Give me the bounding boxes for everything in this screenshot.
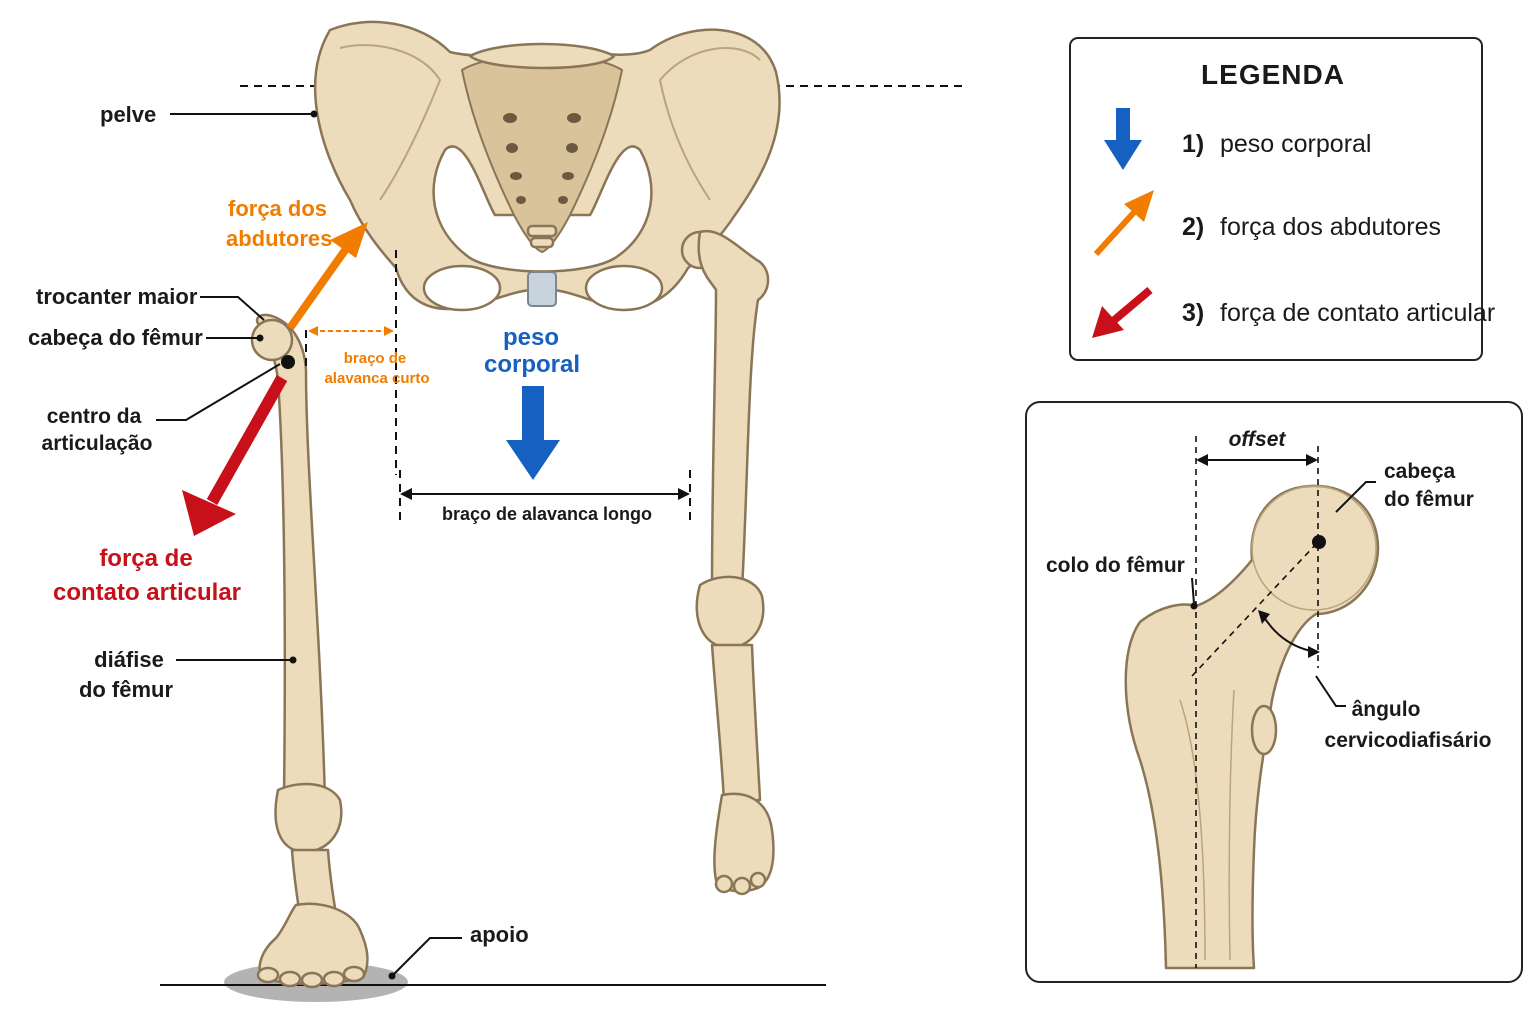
label-centro-2: articulação <box>42 432 153 455</box>
legend-title: LEGENDA <box>1201 59 1345 90</box>
trocanter-leader <box>200 296 265 321</box>
pelvis-bone <box>313 20 781 312</box>
swing-leg <box>680 229 775 896</box>
label-long-arm: braço de alavanca longo <box>442 504 652 524</box>
label-abductor-force-2: abdutores <box>226 226 332 251</box>
label-diafise-1: diáfise <box>94 647 164 672</box>
legend-abductor-icon <box>1093 190 1154 257</box>
label-short-arm-2: alavanca curto <box>324 370 429 387</box>
apoio-leader <box>393 937 462 975</box>
label-colo-do-femur: colo do fêmur <box>1046 554 1185 577</box>
label-cabeca-do-femur: cabeça do fêmur <box>28 325 203 350</box>
neck-axis-line <box>1191 541 1319 677</box>
label-trocanter-maior: trocanter maior <box>36 284 198 309</box>
label-centro-1: centro da <box>47 405 142 428</box>
label-peso-2: corporal <box>484 351 580 378</box>
label-apoio: apoio <box>470 922 529 947</box>
label-peso-1: peso <box>503 324 559 351</box>
label-diafise-2: do fêmur <box>79 677 174 702</box>
legend-item-1-num: 1) <box>1182 130 1204 158</box>
legend-item-3-num: 3) <box>1182 299 1204 327</box>
centro-leader <box>156 363 281 421</box>
detail-head-center-dot <box>1312 535 1326 549</box>
label-angulo-2: cervicodiafisário <box>1325 729 1492 752</box>
legend-contact-icon <box>1092 286 1153 338</box>
legend-item-2-num: 2) <box>1182 213 1204 241</box>
label-short-arm-1: braço de <box>344 350 407 367</box>
pubic-symphysis <box>527 271 557 307</box>
label-pelve: pelve <box>100 102 156 127</box>
label-angulo-1: ângulo <box>1352 698 1421 721</box>
body-weight-arrow <box>506 386 560 480</box>
joint-center-dot <box>281 355 295 369</box>
label-contact-1: força de <box>99 545 192 572</box>
legend-box: LEGENDA 1) peso corporal 2) força dos ab… <box>1069 37 1495 361</box>
label-detail-cabeca-2: do fêmur <box>1384 488 1474 511</box>
label-detail-cabeca-1: cabeça <box>1384 460 1456 483</box>
short-lever-arm-arrow <box>308 326 394 336</box>
legend-item-3-text: força de contato articular <box>1220 299 1495 327</box>
contact-force-arrow <box>182 375 288 536</box>
abductor-force-arrow <box>286 222 368 331</box>
label-abductor-force-1: força dos <box>228 196 327 221</box>
legend-weight-icon <box>1104 108 1142 170</box>
label-offset: offset <box>1229 428 1287 451</box>
long-lever-arm-arrow <box>400 488 690 500</box>
legend-item-1-text: peso corporal <box>1220 130 1371 158</box>
supporting-leg <box>250 313 369 989</box>
legend-item-2-text: força dos abdutores <box>1220 213 1441 241</box>
femur-detail-box: offset cabeça do fêmur colo do fêmur âng… <box>1025 401 1523 983</box>
label-contact-2: contato articular <box>53 579 241 606</box>
